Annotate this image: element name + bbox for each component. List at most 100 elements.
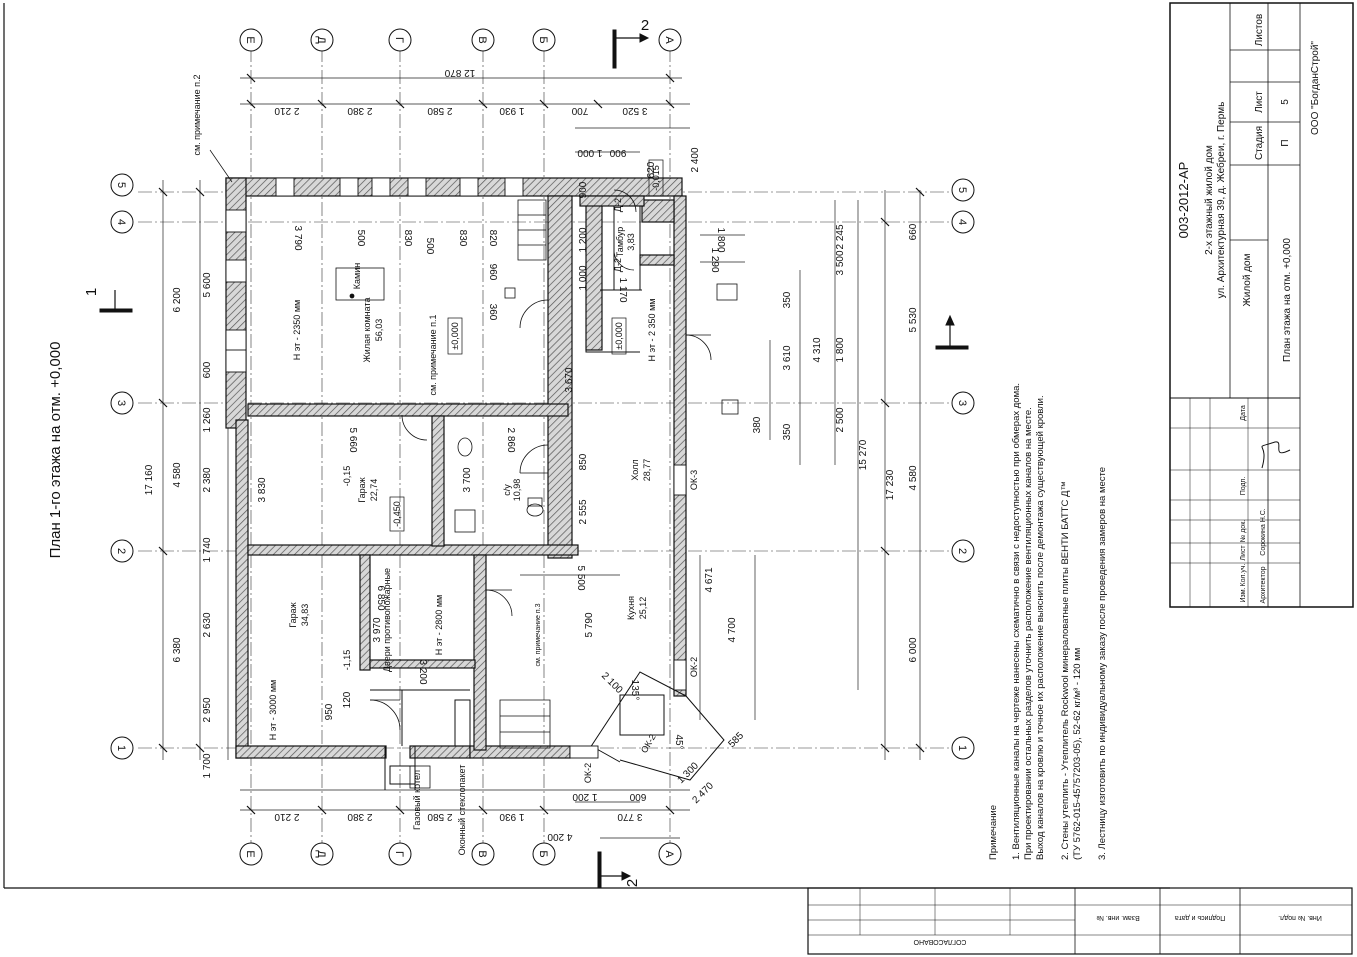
dim-top-part: 3 520 (622, 105, 647, 116)
axis-E-bottom: Е (244, 850, 256, 857)
dim-bottom-part: 2 580 (427, 811, 452, 822)
stamp-company: ООО "БогданСтрой" (1310, 41, 1321, 135)
stamp-code: 003-2012-АР (1176, 162, 1191, 239)
note-1: 1. Вентиляционные каналы на чертеже нане… (1011, 383, 1022, 860)
level-garage-1: -0,450 (392, 501, 402, 527)
dim-left-outer: 6 200 (172, 287, 183, 312)
room-garage-2-area: 34,83 (300, 604, 310, 627)
dim-left-inner: 600 (202, 361, 213, 378)
dim-right-inner: 350 (782, 423, 793, 440)
axis-bubbles (110, 28, 975, 866)
dim-right-inner: 1 800 (835, 337, 846, 362)
stamp-rev-header: № док. (1240, 520, 1247, 542)
dim-inner: 3 200 (417, 659, 428, 684)
section-2-top: 2 (641, 17, 649, 34)
note-2b: (ТУ 5762-015-45757203-05), 52-62 кг/м³ -… (1072, 648, 1083, 860)
outer-walls (225, 177, 687, 759)
section-2-bottom: 2 (624, 879, 641, 887)
axis-V-top: В (476, 36, 488, 43)
dim-inner: 950 (324, 703, 335, 720)
axis-B-bottom: Б (537, 850, 549, 857)
axis-A-bottom: А (663, 850, 675, 858)
dim-inner: 585 (726, 730, 746, 750)
dim-left-outer: 6 380 (172, 637, 183, 662)
dimension-values: 12 870 2 210 2 380 2 580 1 930 700 3 520… (144, 67, 919, 842)
dim-right-mid: 15 270 (858, 439, 869, 470)
dim-bottom-part: 1 930 (499, 811, 524, 822)
stamp-role: Архитектор (1260, 566, 1267, 603)
dim-bottom-extra: 4 200 (547, 831, 572, 842)
dim-inner: 1 290 (709, 247, 720, 272)
stamp-rev-header: Кол.уч. (1240, 563, 1247, 586)
stamp-col-sheets: Листов (1254, 14, 1265, 47)
dim-inner: 2 100 (599, 670, 625, 696)
dim-left-inner: 2 380 (202, 467, 213, 492)
doors (369, 189, 712, 731)
dim-top-part: 1 930 (499, 105, 524, 116)
dim-inner: 5 790 (584, 612, 595, 637)
level-marks: ±0,000 ±0,000 -0,450 -0,015 -0,15 -1,15 (342, 159, 664, 670)
axis-4-left: 4 (115, 219, 127, 225)
room-living-area: 56,03 (374, 319, 384, 342)
section-1-left: 1 (83, 288, 100, 296)
approved-label: СОГЛАСОВАНО (913, 938, 966, 945)
dim-left-total: 17 160 (144, 464, 155, 495)
stamp-stage: П (1280, 139, 1291, 146)
dim-inner: 1 800 (715, 227, 726, 252)
height-kitchen: Н эт - 2800 мм (434, 595, 444, 655)
dim-inner: 830 (457, 230, 468, 247)
dim-inner: 900 (578, 181, 589, 198)
dim-left-inner: 1 700 (202, 753, 213, 778)
dim-right-inner: 4 310 (812, 337, 823, 362)
signature (1261, 441, 1291, 469)
axis-3-left: 3 (115, 400, 127, 406)
dim-left-inner: 1 740 (202, 537, 213, 562)
dim-right-inner: 2 245 (835, 224, 846, 249)
room-hall-area: 28,77 (642, 459, 652, 482)
stamp-rev-header: Подп. (1240, 477, 1247, 496)
height-labels: Н эт - 2350 мм Н эт - 2 350 мм Н эт - 28… (268, 299, 657, 741)
axis-2-right: 2 (956, 548, 968, 554)
room-labels: Жилая комната 56,03 Гараж 22,74 Гараж 34… (288, 227, 652, 628)
dim-right-inner: 2 500 (835, 407, 846, 432)
dim-inner: 1 000 (578, 265, 589, 290)
dim-inner: 960 (487, 264, 498, 281)
level-garage-1-b: -0,15 (342, 466, 352, 487)
notes-heading: Примечание (988, 805, 999, 860)
axis-G-top: Г (393, 37, 405, 43)
dim-top-part: 2 380 (347, 105, 372, 116)
interior-dimension-values: 3 790 500 830 500 830 820 960 360 5 660 … (257, 147, 746, 806)
axis-A-top: А (663, 36, 675, 44)
height-hall: Н эт - 2 350 мм (647, 299, 657, 362)
stamp-col-stage: Стадия (1254, 126, 1265, 160)
room-vestibule-name: Тамбур (615, 227, 625, 258)
axis-5-right: 5 (956, 187, 968, 193)
dim-left-inner: 2 950 (202, 697, 213, 722)
note-ref-1: см. примечание п.1 (428, 314, 438, 395)
inv-repl-label: Взам. инв. № (1096, 914, 1139, 921)
level-living: ±0,000 (450, 322, 460, 349)
dim-inner: 5 660 (347, 427, 358, 452)
grid-axes (138, 48, 950, 845)
door-mark: Д-2 (613, 198, 623, 212)
dim-inner: 1 300 (675, 760, 701, 786)
dim-inner: 2 860 (505, 427, 516, 452)
dim-bottom-part: 2 210 (274, 811, 299, 822)
level-vestibule: -0,015 (651, 165, 661, 191)
gas-boiler-label: Газовый котел (412, 770, 422, 830)
dim-inner: 3 830 (257, 477, 268, 502)
height-living: Н эт - 2350 мм (292, 300, 302, 360)
note-ref-2: см. примечание п.2 (192, 74, 202, 155)
dim-right-total: 17 230 (885, 469, 896, 500)
dim-inner: 1 170 (617, 277, 628, 302)
sign-date-label: Подпись и дата (1175, 914, 1225, 921)
dim-inner: 6 850 (375, 585, 386, 610)
window-mark: ОК-3 (689, 470, 699, 490)
dim-left-outer: 4 580 (172, 462, 183, 487)
dim-inner: 3 700 (462, 467, 473, 492)
dim-top-total: 12 870 (444, 67, 475, 78)
dim-bottom-extra: 600 (629, 791, 646, 802)
room-wc-name: с/у (502, 484, 512, 496)
dim-inner: 820 (487, 230, 498, 247)
dim-right-inner: 3 610 (782, 345, 793, 370)
